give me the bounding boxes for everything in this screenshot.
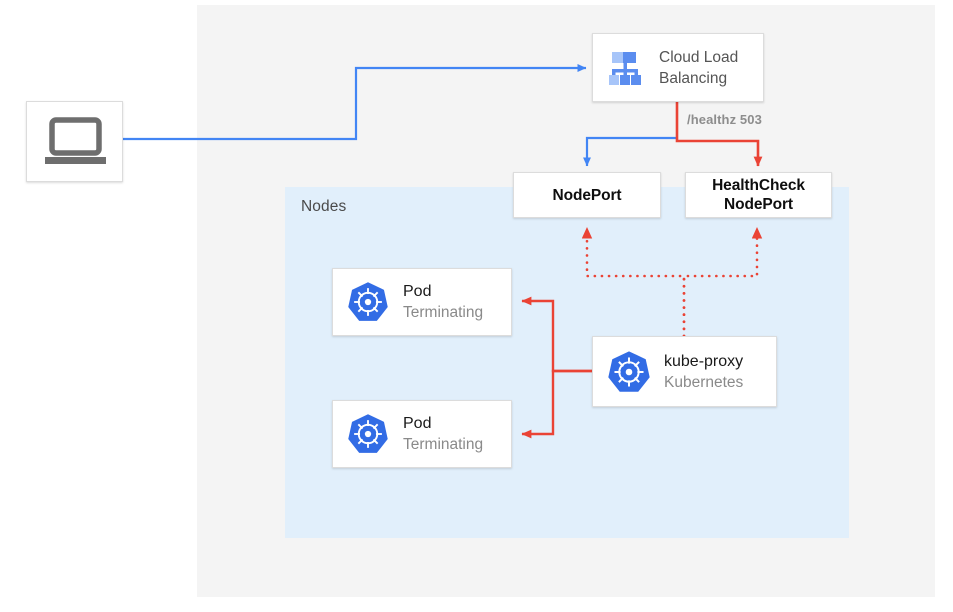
cloud-load-balancing-node[interactable]: Cloud Load Balancing — [592, 33, 764, 102]
edge-client-to-lb — [123, 64, 587, 141]
pod-node-1[interactable]: Pod Terminating — [332, 268, 512, 336]
pod-1-text: Pod Terminating — [403, 281, 483, 323]
kube-proxy-node[interactable]: kube-proxy Kubernetes — [592, 336, 777, 407]
kubernetes-icon — [608, 350, 650, 392]
kubernetes-icon — [348, 414, 388, 453]
edge-kubeproxy-to-pod-1 — [521, 296, 592, 373]
pod-1-title: Pod — [403, 283, 432, 300]
pod-2-status: Terminating — [403, 436, 484, 453]
kubernetes-icon — [348, 282, 388, 321]
nodeport-node[interactable]: NodePort — [513, 172, 661, 218]
cloud-load-balancing-icon — [609, 51, 641, 85]
healthcheck-nodeport-node[interactable]: HealthCheck NodePort — [685, 172, 832, 218]
edge-kubeproxy-to-pod-2 — [521, 369, 592, 439]
healthcheck-label-line-1: HealthCheck — [712, 177, 805, 194]
healthz-edge-label: /healthz 503 — [687, 112, 762, 127]
kube-proxy-subtitle: Kubernetes — [664, 373, 744, 391]
edge-lb-to-healthcheck-nodeport — [675, 102, 763, 167]
pod-1-status: Terminating — [403, 304, 484, 321]
client-node[interactable] — [26, 101, 123, 182]
nodeport-label: NodePort — [552, 186, 622, 204]
edge-lb-to-nodeport — [583, 136, 677, 167]
kube-proxy-title: kube-proxy — [664, 352, 744, 370]
kube-proxy-text: kube-proxy Kubernetes — [664, 351, 743, 393]
pod-node-2[interactable]: Pod Terminating — [332, 400, 512, 468]
pod-2-title: Pod — [403, 415, 432, 432]
edge-kubeproxy-to-healthcheck-dotted — [682, 226, 763, 338]
clb-label-line-1: Cloud Load — [659, 48, 739, 66]
pod-2-text: Pod Terminating — [403, 413, 483, 455]
nodes-group-label: Nodes — [301, 198, 347, 215]
edge-kubeproxy-to-nodeport-dotted — [581, 226, 686, 338]
clb-label-line-2: Balancing — [659, 69, 728, 87]
healthcheck-label-line-2: NodePort — [724, 196, 793, 213]
cloud-load-balancing-label: Cloud Load Balancing — [659, 47, 738, 89]
laptop-icon — [45, 117, 106, 164]
healthcheck-nodeport-label: HealthCheck NodePort — [712, 176, 805, 214]
